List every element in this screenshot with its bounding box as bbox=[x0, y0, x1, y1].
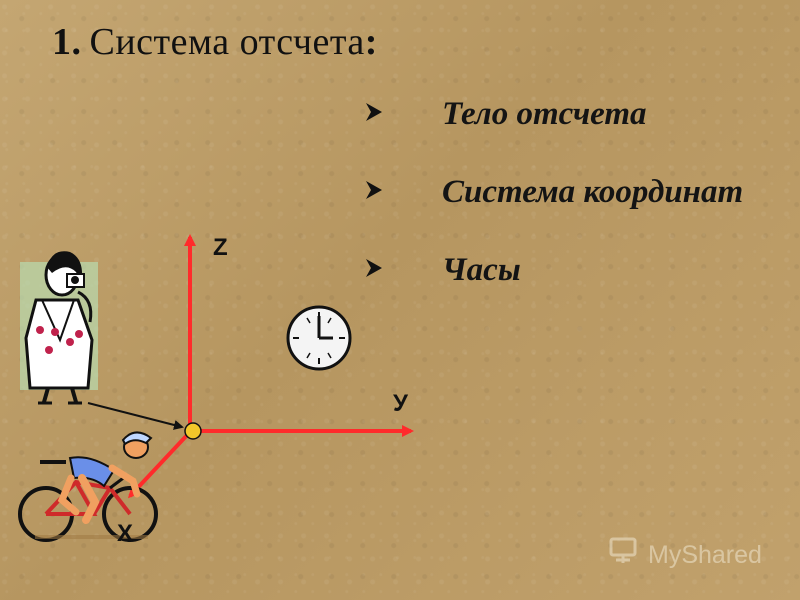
photographer-icon bbox=[20, 251, 98, 403]
y-axis-label: У bbox=[393, 390, 408, 418]
presentation-board-icon bbox=[608, 536, 642, 566]
origin-point bbox=[185, 423, 201, 439]
x-axis-label: X bbox=[117, 520, 133, 548]
cyclist-icon bbox=[20, 432, 156, 540]
clock-icon bbox=[288, 307, 350, 369]
observer-arrow bbox=[88, 403, 182, 427]
z-axis-label: Z bbox=[213, 234, 228, 262]
myshared-watermark: MyShared bbox=[608, 536, 773, 576]
watermark-text: MyShared bbox=[648, 541, 762, 570]
